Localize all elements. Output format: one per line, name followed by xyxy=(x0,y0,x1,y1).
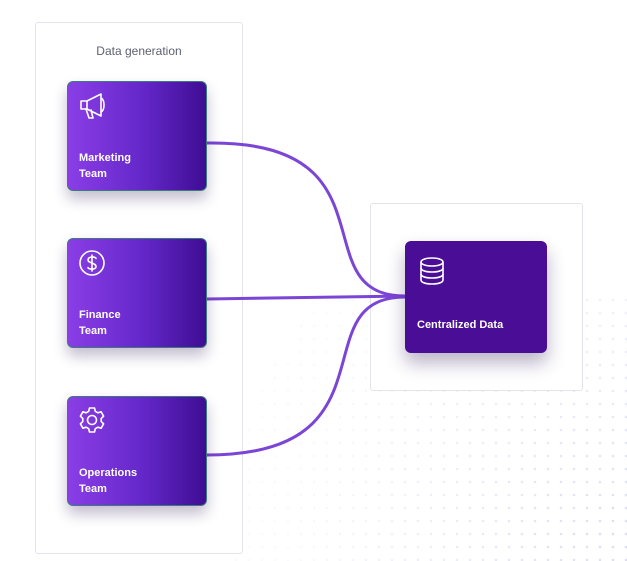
operations-team-card: Operations Team xyxy=(67,396,207,506)
card-label: Centralized Data xyxy=(417,319,504,331)
card-label: Marketing Team xyxy=(79,152,131,180)
card-label: Finance Team xyxy=(79,309,121,337)
megaphone-icon xyxy=(80,93,105,119)
gear-icon xyxy=(79,407,105,433)
marketing-team-card: Marketing Team xyxy=(67,81,207,191)
finance-team-card: Finance Team xyxy=(67,238,207,348)
dollar-icon xyxy=(79,250,105,276)
card-label: Operations Team xyxy=(79,467,138,495)
panel-title: Data generation xyxy=(96,44,182,58)
centralized-data-card: Centralized Data xyxy=(405,241,547,353)
database-icon xyxy=(420,257,444,285)
